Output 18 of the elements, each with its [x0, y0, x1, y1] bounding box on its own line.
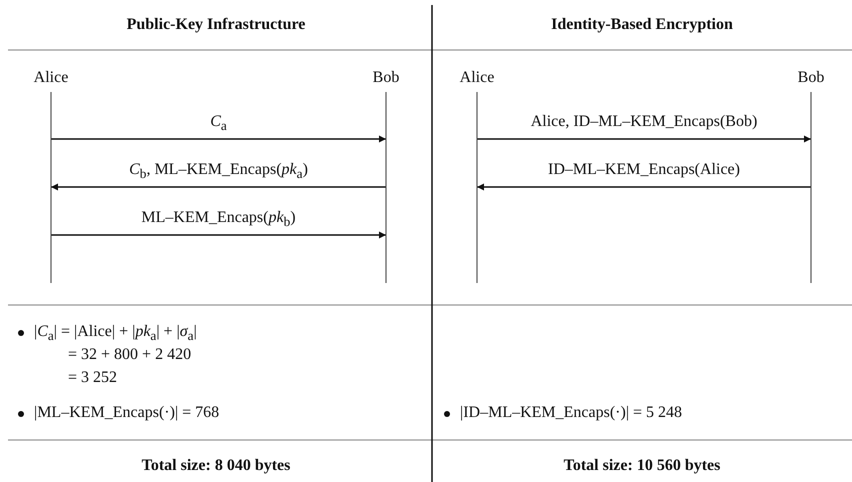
- arrow: [51, 184, 386, 190]
- size-formula: |C$_{a}$| = |Alice| + |pk$_{a}$| + |σ$_{a}$|: [34, 322, 197, 346]
- column-header: Identity-Based Encryption: [551, 15, 733, 35]
- arrow: [477, 184, 811, 190]
- participant-name: Bob: [798, 68, 824, 88]
- participant-name: Bob: [372, 68, 400, 88]
- arrow: [51, 232, 386, 238]
- arrow: [51, 136, 386, 142]
- size-formula: |ML–KEM_Encaps(·)| = 768: [34, 403, 220, 423]
- size-formula: |ID–ML–KEM_Encaps(·)| = 5 248: [460, 403, 682, 423]
- participant-name: Alice: [460, 68, 494, 88]
- column-header: Public-Key Infrastructure: [126, 15, 306, 35]
- size-formula: = 32 + 800 + 2 420: [68, 345, 192, 365]
- size-formula: = 3 252: [68, 368, 118, 388]
- total-size: Total size: 8 040 bytes: [142, 456, 290, 476]
- participant-name: Alice: [34, 68, 68, 88]
- total-size: Total size: 10 560 bytes: [564, 456, 720, 476]
- arrow: [477, 136, 811, 142]
